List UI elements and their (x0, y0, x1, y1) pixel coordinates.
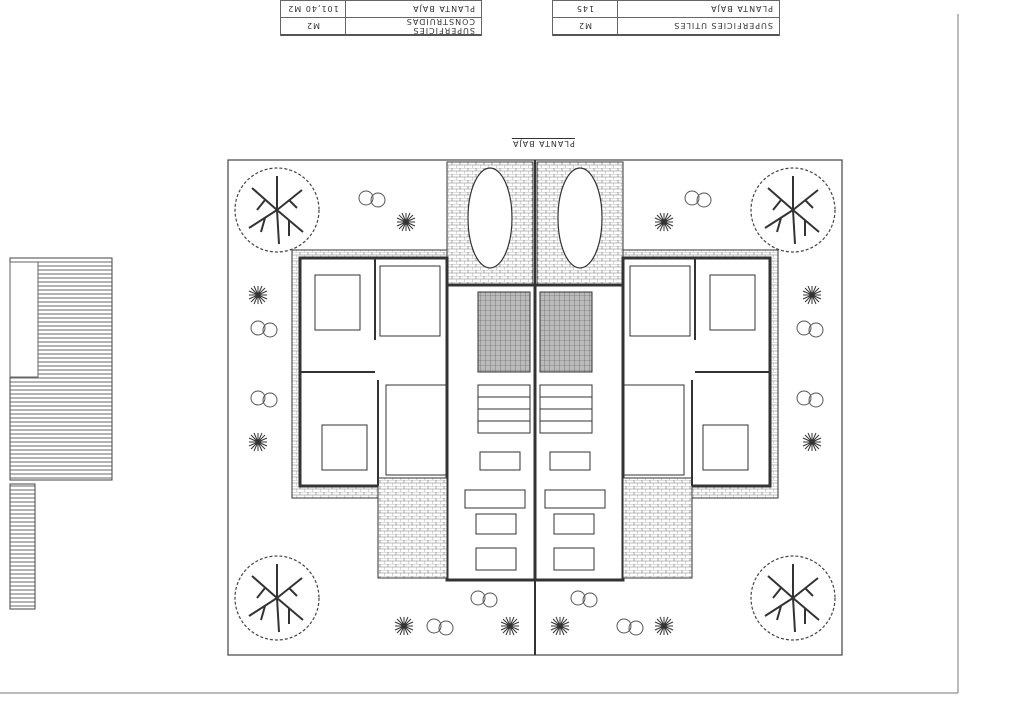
shrub-icon (616, 618, 644, 636)
palm-icon (802, 432, 822, 452)
shrub-icon (570, 590, 598, 608)
shrub-icon (358, 190, 386, 208)
shrub-icon (684, 190, 712, 208)
palm-icon (802, 285, 822, 305)
shrub-icon (426, 618, 454, 636)
dwelling-right (533, 160, 780, 582)
tree-icon (234, 555, 320, 641)
palm-icon (654, 616, 674, 636)
shrub-icon (796, 390, 824, 408)
palm-icon (396, 212, 416, 232)
palm-icon (550, 616, 570, 636)
shrub-icon (796, 320, 824, 338)
shrub-icon (250, 390, 278, 408)
palm-icon (248, 285, 268, 305)
palm-icon (394, 616, 414, 636)
palm-icon (248, 432, 268, 452)
shrub-icon (250, 320, 278, 338)
dwelling-left (290, 160, 537, 582)
tree-icon (750, 167, 836, 253)
tree-icon (234, 167, 320, 253)
tree-icon (750, 555, 836, 641)
palm-icon (654, 212, 674, 232)
palm-icon (500, 616, 520, 636)
shrub-icon (470, 590, 498, 608)
